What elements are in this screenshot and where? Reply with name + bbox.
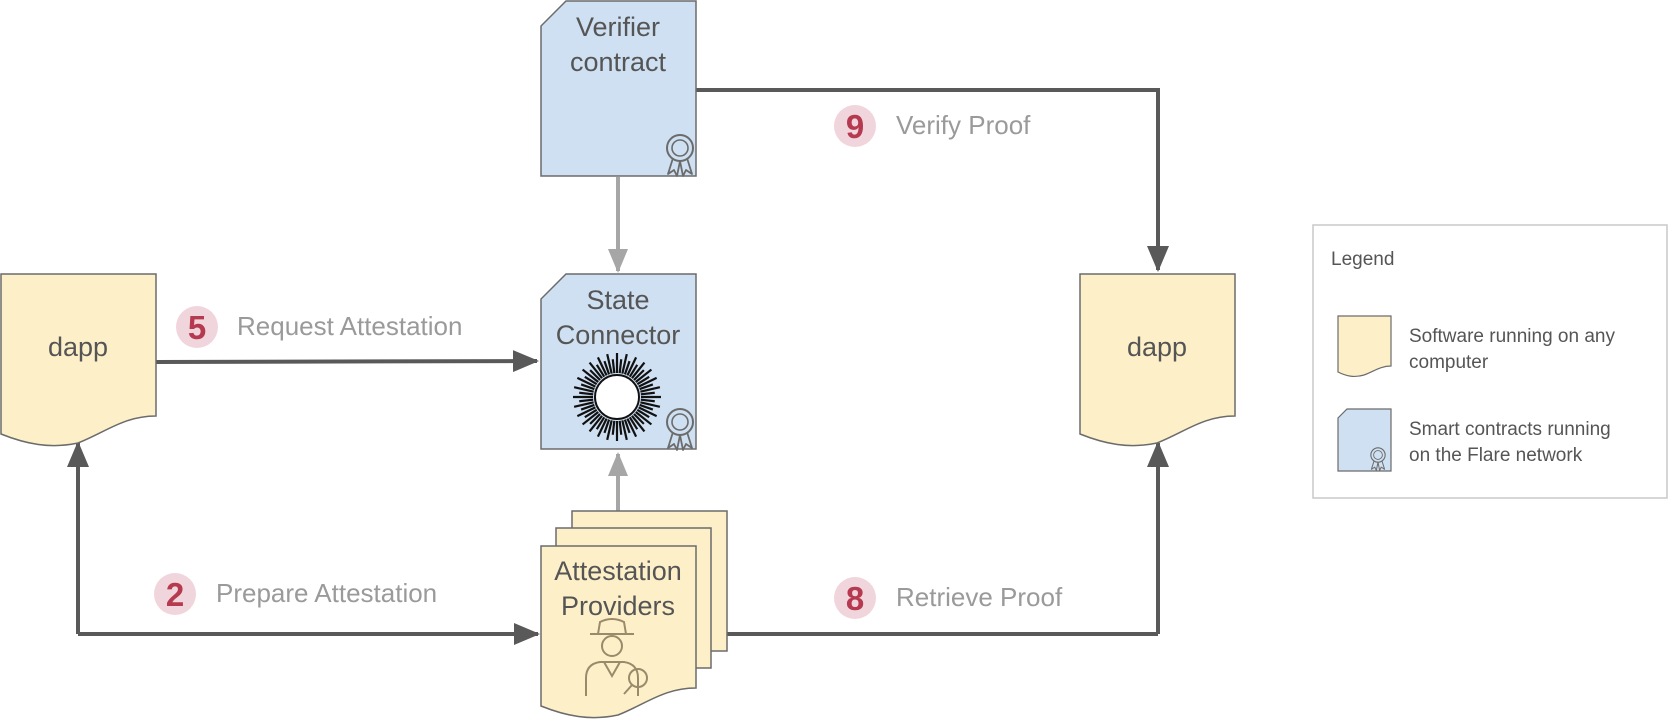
state-connector-node: State Connector (540, 273, 697, 451)
step-8-label: 8 Retrieve Proof (834, 577, 1063, 619)
dapp-right-node: dapp (1079, 273, 1236, 447)
legend-software-line2: computer (1409, 352, 1489, 373)
dapp-right-label: dapp (1127, 332, 1187, 362)
step-5-number: 5 (188, 309, 206, 346)
legend-title: Legend (1331, 249, 1394, 270)
providers-title-line1: Attestation (554, 556, 682, 586)
step-8-text: Retrieve Proof (896, 582, 1063, 612)
dapp-left-label: dapp (48, 332, 108, 362)
step-5-label: 5 Request Attestation (176, 306, 462, 348)
state-connector-title-line1: State (586, 285, 649, 315)
step-9-number: 9 (846, 108, 864, 145)
step-9-label: 9 Verify Proof (834, 105, 1031, 147)
verify-proof-arrow (696, 88, 1169, 272)
step-8-number: 8 (846, 580, 864, 617)
legend-contract-line2: on the Flare network (1409, 445, 1583, 466)
providers-title-line2: Providers (561, 591, 675, 621)
step-2-text: Prepare Attestation (216, 578, 437, 608)
legend-software-line1: Software running on any (1409, 326, 1615, 347)
state-connector-title-line2: Connector (556, 320, 681, 350)
step-5-text: Request Attestation (237, 311, 462, 341)
step-2-number: 2 (166, 576, 184, 613)
request-attestation-arrow (155, 350, 539, 373)
step-2-label: 2 Prepare Attestation (154, 573, 437, 615)
legend-item-software: Software running on any computer (1337, 315, 1615, 378)
detective-icon (585, 618, 648, 696)
dapp-left-node: dapp (0, 273, 157, 447)
verifier-title-line2: contract (570, 47, 667, 77)
legend-box: Legend Software running on any computer … (1312, 224, 1668, 499)
verifier-contract-node: Verifier contract (540, 0, 697, 177)
attestation-providers-node: Attestation Providers (540, 510, 728, 719)
step-9-text: Verify Proof (896, 110, 1031, 140)
verifier-title-line1: Verifier (576, 12, 660, 42)
legend-item-smart-contract: Smart contracts running on the Flare net… (1337, 408, 1611, 472)
sunburst-icon (573, 353, 661, 441)
legend-contract-line1: Smart contracts running (1409, 419, 1611, 440)
